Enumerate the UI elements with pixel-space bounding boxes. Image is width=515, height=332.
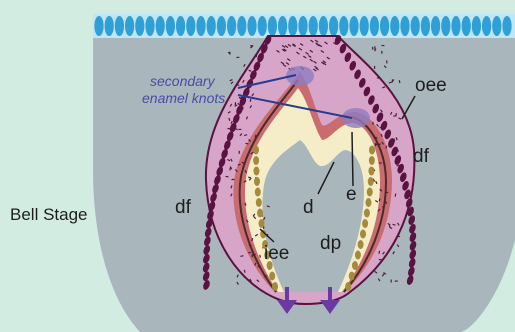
oral-epithelium-cells — [94, 16, 511, 36]
stellate-cell — [385, 123, 386, 126]
epithelial-cell — [472, 16, 481, 36]
stellate-cell — [260, 255, 261, 258]
epithelial-cell — [115, 16, 124, 36]
epithelial-cell — [319, 16, 328, 36]
dp-label: dp — [320, 233, 341, 254]
odontoblast-nucleus — [272, 282, 278, 291]
odontoblast-nucleus — [368, 177, 374, 186]
epithelial-cell — [156, 16, 165, 36]
epithelial-cell — [360, 16, 369, 36]
epithelial-cell — [217, 16, 226, 36]
knots-label-line2: enamel knots — [142, 90, 225, 106]
odontoblast-nucleus — [355, 251, 361, 260]
epithelial-cell — [390, 16, 399, 36]
epithelial-cell — [258, 16, 267, 36]
epithelial-cell — [207, 16, 216, 36]
odontoblast-nucleus — [257, 209, 263, 218]
epithelial-cell — [288, 16, 297, 36]
epithelial-cell — [176, 16, 185, 36]
odontoblast-nucleus — [352, 261, 358, 270]
stellate-cell — [244, 135, 247, 136]
epithelial-cell — [196, 16, 205, 36]
epithelial-cell — [462, 16, 471, 36]
epithelial-cell — [94, 16, 103, 36]
epithelial-cell — [278, 16, 287, 36]
epithelial-cell — [441, 16, 450, 36]
epithelial-cell — [339, 16, 348, 36]
enamel-knot-right — [342, 108, 370, 128]
odontoblast-nucleus — [364, 209, 370, 218]
epithelial-cell — [105, 16, 114, 36]
odontoblast-nucleus — [253, 167, 259, 176]
epithelial-cell — [380, 16, 389, 36]
stellate-cell — [227, 128, 230, 129]
stellate-cell — [375, 144, 378, 145]
stellate-cell — [255, 135, 256, 138]
stellate-cell — [379, 251, 380, 254]
odontoblast-nucleus — [349, 272, 355, 281]
stage-title: Bell Stage — [10, 205, 88, 224]
odontoblast-nucleus — [255, 188, 261, 197]
epithelial-cell — [329, 16, 338, 36]
odontoblast-nucleus — [368, 167, 374, 176]
odontoblast-nucleus — [369, 146, 375, 155]
df-left-label: df — [175, 197, 192, 218]
odontoblast-nucleus — [369, 156, 375, 165]
odontoblast-nucleus — [367, 188, 373, 197]
stellate-cell — [393, 224, 396, 225]
epithelial-cell — [502, 16, 511, 36]
odontoblast-nucleus — [362, 219, 368, 228]
epithelial-cell — [421, 16, 430, 36]
epithelial-cell — [431, 16, 440, 36]
epithelial-cell — [309, 16, 318, 36]
odontoblast-nucleus — [269, 272, 275, 281]
epithelial-cell — [125, 16, 134, 36]
epithelial-cell — [166, 16, 175, 36]
e-pointer — [352, 132, 353, 186]
stellate-cell — [256, 54, 257, 57]
stellate-cell — [267, 206, 270, 207]
stellate-cell — [240, 256, 243, 257]
epithelial-cell — [370, 16, 379, 36]
odontoblast-nucleus — [253, 156, 259, 165]
stellate-cell — [399, 80, 400, 83]
epithelial-cell — [135, 16, 144, 36]
epithelial-cell — [349, 16, 358, 36]
odontoblast-nucleus — [259, 219, 265, 228]
e-label: e — [346, 184, 357, 205]
epithelial-cell — [482, 16, 491, 36]
stellate-cell — [248, 252, 251, 253]
epithelial-cell — [492, 16, 501, 36]
odontoblast-nucleus — [256, 198, 262, 207]
epithelial-cell — [227, 16, 236, 36]
knots-label-line1: secondary — [150, 73, 216, 89]
stellate-cell — [389, 82, 392, 83]
epithelial-cell — [145, 16, 154, 36]
iee-label: iee — [264, 243, 289, 264]
epithelial-cell — [451, 16, 460, 36]
epithelial-cell — [400, 16, 409, 36]
odontoblast-nucleus — [345, 282, 351, 291]
epithelial-cell — [268, 16, 277, 36]
stellate-cell — [379, 198, 380, 201]
odontoblast-nucleus — [360, 230, 366, 239]
epithelial-cell — [237, 16, 246, 36]
oee-label: oee — [415, 75, 447, 96]
odontoblast-nucleus — [253, 146, 259, 155]
odontoblast-nucleus — [365, 198, 371, 207]
epithelial-cell — [247, 16, 256, 36]
epithelial-cell — [298, 16, 307, 36]
df-right-label: df — [413, 146, 430, 167]
epithelial-cell — [186, 16, 195, 36]
odontoblast-nucleus — [358, 240, 364, 249]
stellate-cell — [245, 143, 248, 144]
epithelial-cell — [411, 16, 420, 36]
stellate-cell — [248, 177, 251, 178]
d-label: d — [303, 197, 314, 218]
odontoblast-nucleus — [254, 177, 260, 186]
